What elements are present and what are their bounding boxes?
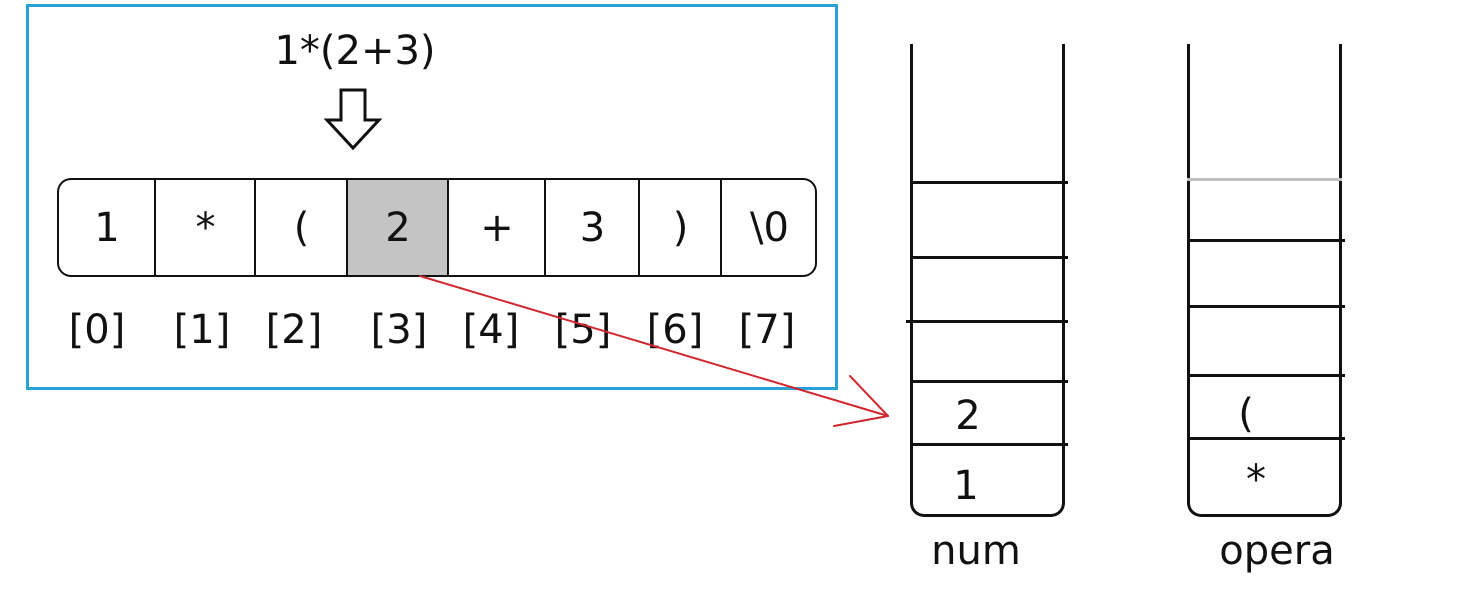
- num-stack-label: num: [931, 528, 1021, 574]
- opera-stack-item-star: *: [1246, 457, 1266, 503]
- opera-stack-slot-line: [1187, 239, 1345, 242]
- opera-stack-slot-line: [1187, 437, 1345, 440]
- array-index-5: [5]: [554, 307, 612, 353]
- char-array: 1 * ( 2 + 3 ) \0: [57, 178, 817, 277]
- num-stack-left-wall: [910, 44, 913, 504]
- opera-stack-item-paren: (: [1238, 391, 1254, 437]
- array-cell-5: 3: [544, 180, 639, 275]
- array-index-4: [4]: [462, 307, 520, 353]
- num-stack-slot-line: [910, 181, 1068, 184]
- array-cell-1: *: [154, 180, 255, 275]
- num-stack-right-wall: [1062, 44, 1065, 504]
- array-cell-3-active: 2: [346, 180, 448, 275]
- num-stack-slot-line: [910, 256, 1068, 259]
- opera-stack-bottom: [1187, 490, 1342, 517]
- array-index-0: [0]: [68, 307, 126, 353]
- num-stack-slot-line: [906, 320, 1068, 323]
- array-index-1: [1]: [173, 307, 231, 353]
- num-stack-item-2: 2: [955, 393, 981, 439]
- opera-stack-left-wall: [1187, 44, 1190, 504]
- array-index-3: [3]: [370, 307, 428, 353]
- opera-stack-slot-line: [1187, 178, 1342, 181]
- array-cell-7: \0: [720, 180, 815, 275]
- array-cell-6: ): [638, 180, 721, 275]
- num-stack-slot-line: [910, 443, 1068, 446]
- array-index-6: [6]: [646, 307, 704, 353]
- expression-text: 1*(2+3): [274, 28, 436, 74]
- array-cell-0: 1: [94, 204, 120, 251]
- opera-stack-label: opera: [1219, 528, 1335, 574]
- num-stack-item-1: 1: [953, 463, 979, 509]
- opera-stack-slot-line: [1187, 305, 1345, 308]
- num-stack-slot-line: [910, 380, 1068, 383]
- array-cell-2: (: [254, 180, 347, 275]
- array-index-7: [7]: [738, 307, 796, 353]
- opera-stack-slot-line: [1187, 374, 1345, 377]
- opera-stack-right-wall: [1339, 44, 1342, 504]
- array-cell-4: +: [447, 180, 545, 275]
- num-stack-bottom: [910, 490, 1065, 517]
- down-arrow-icon: [324, 88, 382, 151]
- array-index-2: [2]: [265, 307, 323, 353]
